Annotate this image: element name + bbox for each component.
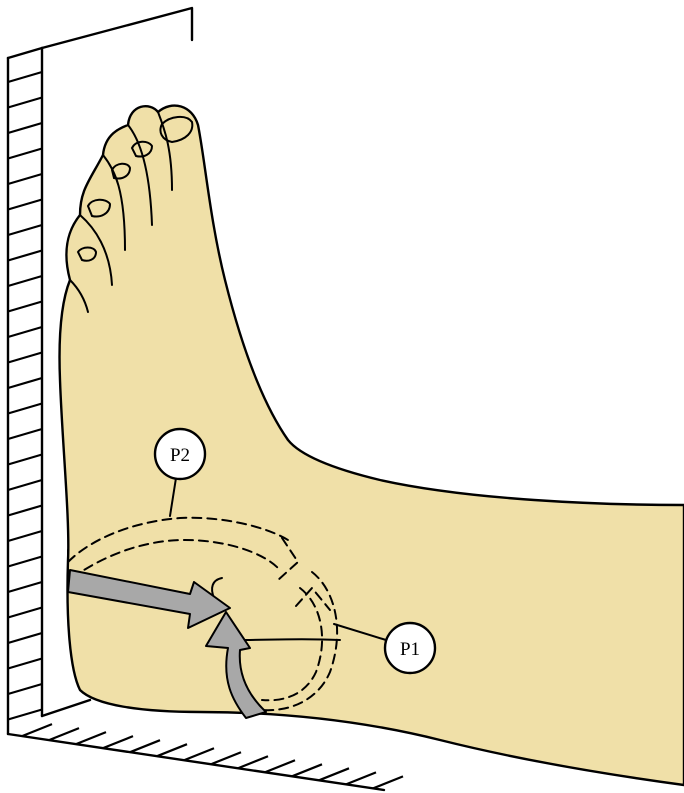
wall-hatch-line <box>8 659 42 669</box>
wall-hatch-line <box>8 429 42 439</box>
floor-hatch-line <box>76 732 106 744</box>
wall-hatch-line <box>8 276 42 286</box>
wall-hatch-line <box>8 404 42 414</box>
p2-label-text: P2 <box>170 445 190 466</box>
p1-label: P1 <box>385 623 435 673</box>
floor-hatch-line <box>346 772 376 784</box>
floor-hatch-line <box>265 760 295 772</box>
wall-hatch-line <box>8 608 42 618</box>
floor-hatch-line <box>184 748 214 760</box>
wall-hatch-line <box>8 480 42 490</box>
wall-hatch-line <box>8 72 42 82</box>
floor-hatch-line <box>130 740 160 752</box>
wall-hatch-line <box>8 557 42 567</box>
wall-hatch-line <box>8 327 42 337</box>
floor-hatch-line <box>157 744 187 756</box>
floor-front-edge <box>8 734 384 790</box>
wall-hatch-line <box>8 378 42 388</box>
wall-hatch-line <box>8 200 42 210</box>
wall-hatch-line <box>8 582 42 592</box>
wall-hatch-line <box>8 123 42 133</box>
wall-hatch-line <box>8 710 42 720</box>
foot-outline <box>59 106 684 785</box>
p2-label: P2 <box>155 429 205 479</box>
wall-hatch-line <box>8 174 42 184</box>
wall-hatch-line <box>8 684 42 694</box>
wall-top-cap <box>8 48 42 58</box>
floor-inner-edge <box>42 700 90 716</box>
wall-hatch-line <box>8 633 42 643</box>
floor-hatch-line <box>211 752 241 764</box>
wall-hatch-line <box>8 353 42 363</box>
wall-hatch-line <box>8 302 42 312</box>
wall-hatch-line <box>8 531 42 541</box>
wall-hatch-line <box>8 98 42 108</box>
floor-hatch-line <box>22 724 52 736</box>
floor-hatch-line <box>373 776 403 788</box>
wall-top-edge <box>42 8 192 48</box>
wall-hatch-line <box>8 251 42 261</box>
floor-hatching <box>22 724 403 788</box>
floor-hatch-line <box>103 736 133 748</box>
floor-hatch-line <box>319 768 349 780</box>
wall-hatching <box>8 72 42 720</box>
floor-hatch-line <box>49 728 79 740</box>
p1-label-text: P1 <box>400 639 420 660</box>
wall-hatch-line <box>8 225 42 235</box>
floor-hatch-line <box>292 764 322 776</box>
floor-hatch-line <box>238 756 268 768</box>
wall-hatch-line <box>8 455 42 465</box>
wall-hatch-line <box>8 149 42 159</box>
wall-hatch-line <box>8 506 42 516</box>
heel-crease <box>238 639 340 640</box>
